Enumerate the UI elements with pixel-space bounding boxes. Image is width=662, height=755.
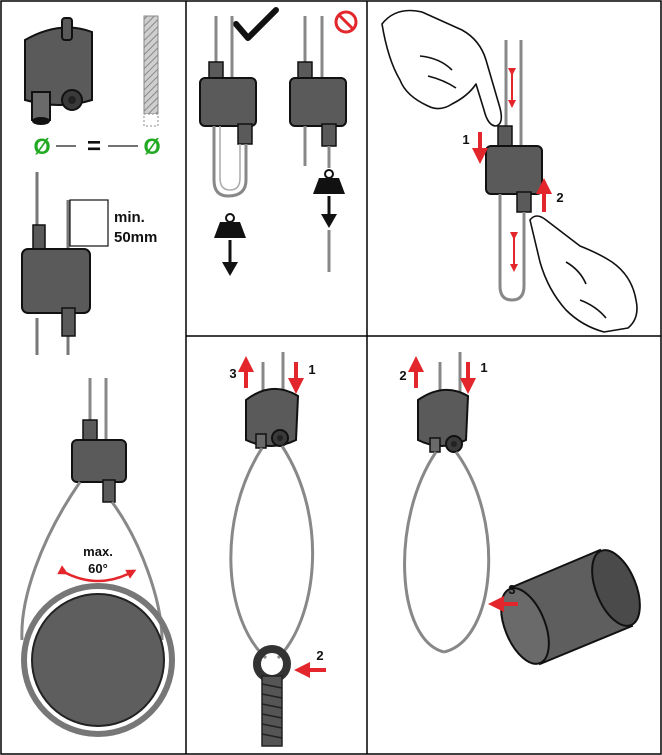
step-2-label: 2: [556, 190, 563, 205]
hand-top-icon: [381, 9, 503, 127]
panel-minimum-length: min. 50mm: [21, 172, 157, 355]
check-icon: [233, 7, 279, 41]
cylinder-cross-section: [31, 593, 165, 727]
max-label: max.: [83, 544, 113, 559]
length-gauge-box: [69, 199, 109, 247]
panel-adjust: 1 2: [381, 9, 638, 333]
panel-load-forbidden: [289, 10, 358, 272]
step-1-label: 1: [480, 360, 487, 375]
step-1-label: 1: [462, 132, 469, 147]
panel-cylinder-loop: 2 1 3: [399, 352, 641, 666]
weight-icon: [214, 213, 246, 238]
diameter-left-symbol: Ø: [33, 134, 50, 159]
forbidden-icon: [334, 10, 358, 34]
step-3-label: 3: [229, 366, 236, 381]
diameter-right-symbol: Ø: [143, 134, 160, 159]
hand-bottom-icon: [529, 215, 638, 333]
angle-arrow: [57, 565, 137, 583]
eyebolt-icon: [253, 645, 291, 747]
step-3-label: 3: [508, 582, 515, 597]
panel-diameter: Ø = Ø: [24, 15, 161, 160]
step-2-label: 2: [399, 368, 406, 383]
hatched-rope: [143, 15, 159, 127]
length-label: 50mm: [114, 229, 157, 246]
min-label: min.: [114, 209, 145, 226]
weight-icon-forbidden: [313, 169, 345, 194]
angle-label: 60°: [88, 561, 108, 576]
gripper-top-view: [24, 17, 93, 125]
equals-symbol: =: [87, 133, 101, 160]
step-2-label: 2: [316, 648, 323, 663]
cylinder-object: [500, 548, 641, 666]
panel-eyebolt-loop: 3 1 2: [229, 352, 326, 747]
panel-loop-max-angle: max. 60°: [20, 378, 175, 737]
step-1-label: 1: [308, 362, 315, 377]
panel-load-correct: [199, 7, 279, 276]
